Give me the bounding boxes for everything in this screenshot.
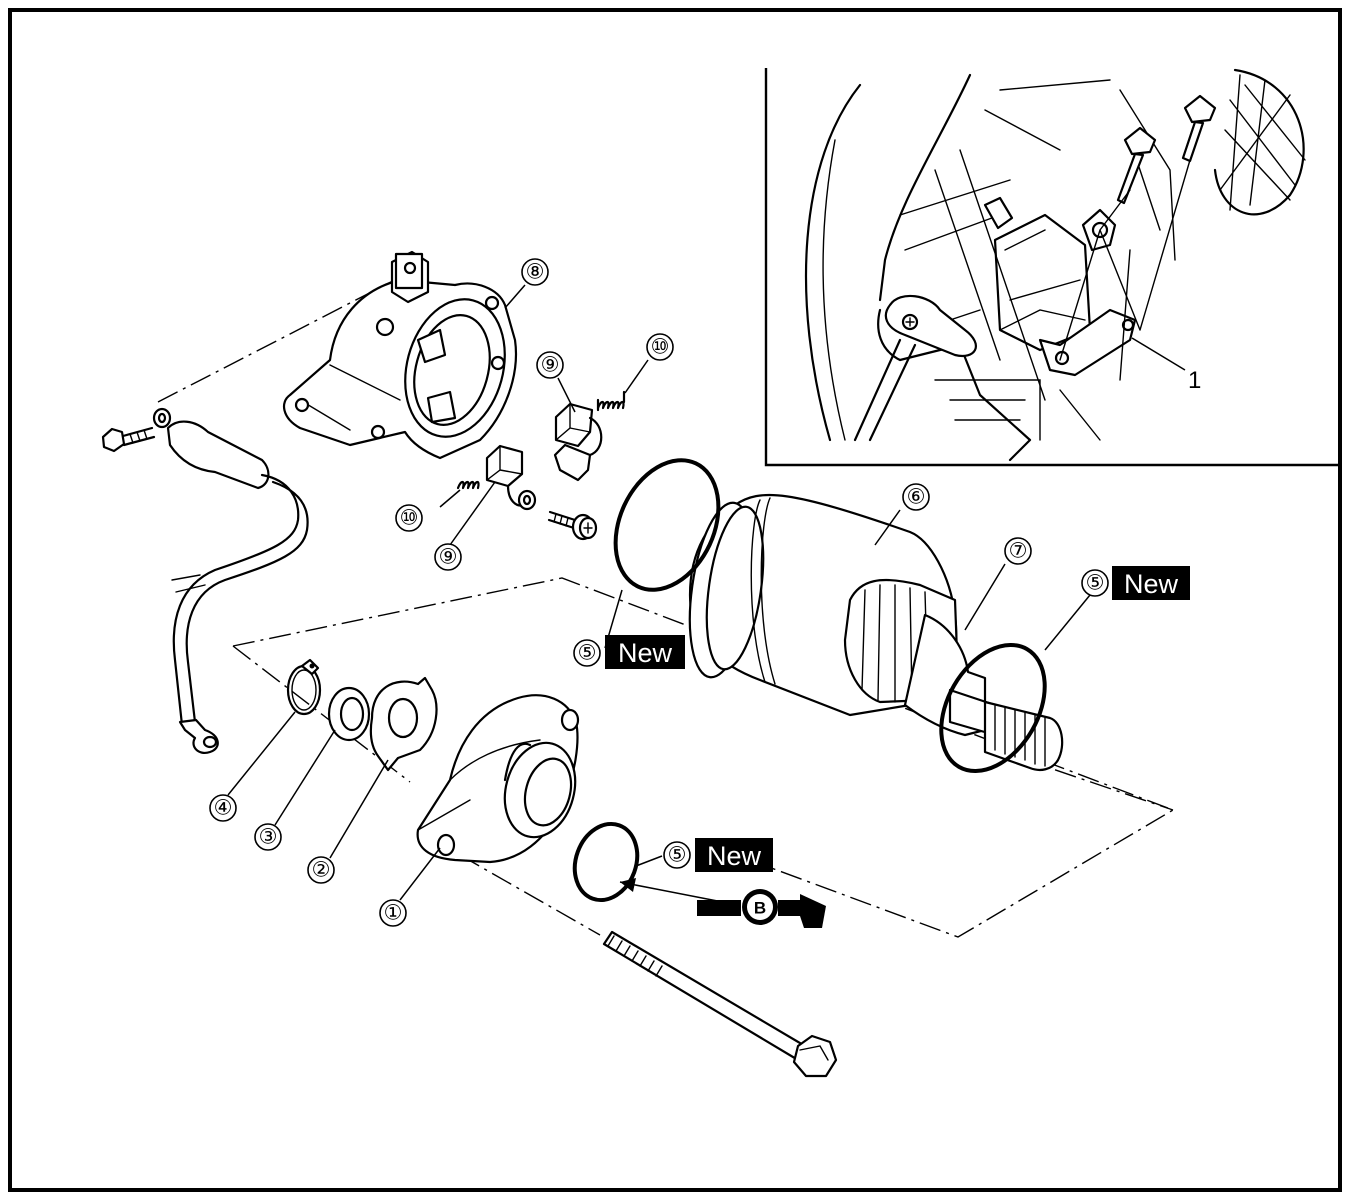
- inset-bolt-left: [1116, 126, 1157, 205]
- callout-8: ⑧: [521, 258, 549, 286]
- svg-text:⑩: ⑩: [400, 507, 419, 530]
- spring-upper: [596, 390, 626, 412]
- lube-letter: B: [754, 899, 766, 918]
- svg-text:⑤: ⑤: [578, 642, 597, 665]
- svg-text:⑨: ⑨: [439, 546, 458, 569]
- svg-text:①: ①: [384, 902, 403, 925]
- svg-text:⑦: ⑦: [1009, 540, 1028, 563]
- brush-lower: [485, 444, 537, 511]
- svg-text:②: ②: [312, 859, 331, 882]
- new-badge-lower: New: [695, 838, 773, 872]
- callout-3: ③: [254, 823, 282, 851]
- inset-bolt-right: [1181, 94, 1217, 163]
- brush-upper: [553, 402, 603, 482]
- spring-lower: [456, 480, 480, 490]
- svg-text:⑤: ⑤: [668, 844, 687, 867]
- callout-5-right: ⑤: [1081, 569, 1109, 597]
- brush-screw: [547, 510, 598, 541]
- svg-text:New: New: [618, 638, 673, 668]
- callout-9-upper: ⑨: [536, 351, 564, 379]
- circlip: [286, 658, 322, 716]
- callout-1: ①: [379, 899, 407, 927]
- inset-panel: 1: [764, 68, 1338, 467]
- svg-text:New: New: [1124, 569, 1179, 599]
- svg-text:⑧: ⑧: [526, 261, 545, 284]
- callout-10-upper: ⑩: [646, 333, 674, 361]
- o-ring-lower: [572, 821, 640, 903]
- lubricant-symbol: B: [619, 878, 826, 928]
- callout-7: ⑦: [1004, 537, 1032, 565]
- callout-10-lower: ⑩: [395, 504, 423, 532]
- new-badge-upper: New: [605, 635, 685, 669]
- callout-4: ④: [209, 794, 237, 822]
- lock-washer: [369, 676, 438, 772]
- centerline-box: [232, 577, 1175, 938]
- washer: [327, 686, 371, 742]
- o-ring-upper: [613, 458, 721, 592]
- svg-text:⑥: ⑥: [907, 486, 926, 509]
- outer-frame: [8, 8, 1342, 1192]
- callout-5-lower: ⑤: [663, 841, 691, 869]
- brush-holder-housing: [282, 250, 517, 460]
- svg-text:⑤: ⑤: [1086, 572, 1105, 595]
- centerline-shaft: [984, 745, 1174, 811]
- callout-2: ②: [307, 856, 335, 884]
- yoke-and-armature: [688, 493, 1064, 771]
- through-bolt: [602, 930, 838, 1078]
- svg-text:New: New: [707, 841, 762, 871]
- callout-9-lower: ⑨: [434, 543, 462, 571]
- callout-5-upper: ⑤: [573, 639, 601, 667]
- inset-label-1: 1: [1188, 367, 1201, 394]
- svg-text:⑨: ⑨: [541, 354, 560, 377]
- new-badge-right: New: [1112, 566, 1190, 600]
- svg-text:⑩: ⑩: [651, 336, 670, 359]
- front-cover: [416, 694, 580, 864]
- svg-text:④: ④: [214, 797, 233, 820]
- o-ring-right: [939, 642, 1047, 774]
- callout-6: ⑥: [902, 483, 930, 511]
- lead-cable: [101, 407, 309, 754]
- leader-lines: [227, 284, 1091, 901]
- svg-text:③: ③: [259, 826, 278, 849]
- centerline-bolt: [459, 854, 601, 936]
